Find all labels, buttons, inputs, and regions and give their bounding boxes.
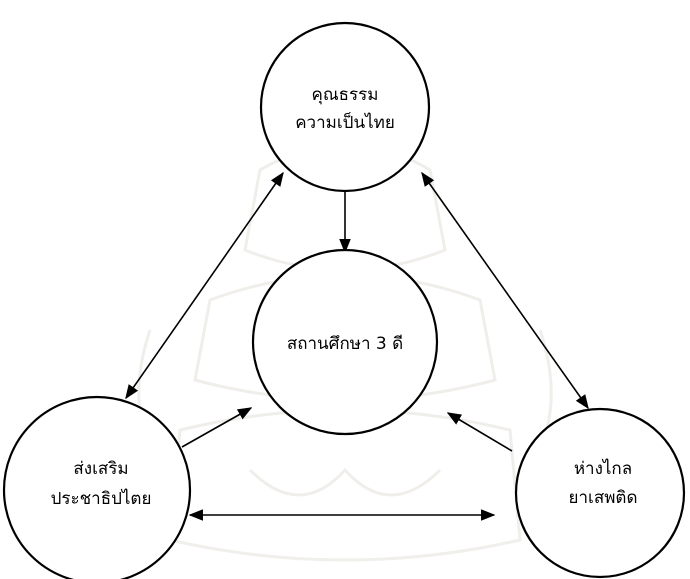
- node-left-line1: ส่งเสริม: [73, 459, 128, 479]
- node-center: สถานศึกษา 3 ดี: [251, 248, 439, 436]
- edge-top-right: [421, 171, 589, 410]
- node-top-line1: คุณธรรม: [312, 85, 379, 105]
- node-top-line2: ความเป็นไทย: [295, 111, 395, 133]
- edge-left-center: [181, 407, 253, 448]
- node-right-line2: ยาเสพติด: [569, 488, 638, 508]
- node-right-line1: ห่างไกล: [574, 458, 632, 479]
- edge-top-left: [125, 171, 284, 400]
- node-top: คุณธรรม ความเป็นไทย: [259, 21, 431, 193]
- edge-right-center: [446, 412, 513, 452]
- node-left: ส่งเสริม ประชาธิปไตย: [2, 395, 192, 579]
- node-center-line1: สถานศึกษา 3 ดี: [287, 334, 403, 354]
- node-right: ห่างไกล ยาเสพติด: [514, 407, 686, 579]
- node-left-line2: ประชาธิปไตย: [51, 488, 152, 509]
- edges: [125, 170, 589, 521]
